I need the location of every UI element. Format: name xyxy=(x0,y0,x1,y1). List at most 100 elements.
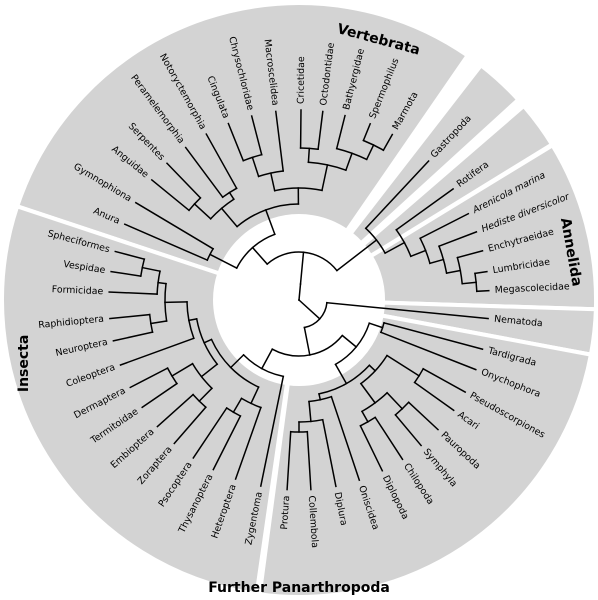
branch-pauropoda xyxy=(407,401,440,431)
branch-collembola xyxy=(306,430,312,491)
branch-bathyergidae xyxy=(335,114,346,150)
branch-oniscidea xyxy=(330,395,361,482)
branch-heteroptera xyxy=(234,406,262,481)
branch-internal xyxy=(297,298,321,320)
clade-label-insecta: Insecta xyxy=(16,335,32,392)
branch-internal xyxy=(344,152,353,172)
taxon-label-protura: Protura xyxy=(279,495,292,530)
branch-internal xyxy=(334,363,348,385)
branch-internal xyxy=(193,202,212,220)
branch-internal xyxy=(149,320,168,325)
branch-anguidae xyxy=(150,178,191,212)
node-arc xyxy=(235,233,276,270)
node-arc xyxy=(359,354,389,385)
branch-internal xyxy=(264,208,276,236)
branch-internal xyxy=(445,269,462,274)
branch-psocoptera xyxy=(192,406,228,459)
branch-symphyla xyxy=(394,413,423,447)
branch-internal xyxy=(365,143,375,161)
node-arc xyxy=(195,318,219,366)
node-arc xyxy=(236,203,300,228)
taxon-label-megascolecidae: Megascolecidae xyxy=(495,281,571,296)
branch-internal xyxy=(157,281,167,285)
node-arc xyxy=(266,251,338,272)
branch-internal xyxy=(428,258,445,265)
branch-internal xyxy=(386,391,404,410)
branch-gastropoda xyxy=(364,159,430,230)
branch-internal xyxy=(141,266,161,273)
sector-insecta xyxy=(0,203,290,597)
branch-neuroptera xyxy=(112,331,154,342)
branch-marmota xyxy=(382,133,394,152)
node-arc xyxy=(186,301,195,340)
node-arc xyxy=(273,187,323,192)
branch-formicidae xyxy=(108,291,158,295)
branch-internal xyxy=(299,251,305,285)
branch-diplopoda xyxy=(359,424,384,472)
branch-internal xyxy=(318,393,322,401)
branch-diplura xyxy=(321,418,337,488)
branch-zygentoma xyxy=(259,375,285,487)
branch-internal xyxy=(303,326,311,356)
branch-internal xyxy=(360,410,369,423)
branch-internal xyxy=(188,318,198,322)
branch-internal xyxy=(385,354,421,377)
branch-thysanoptera xyxy=(212,414,242,471)
branch-internal xyxy=(232,397,243,414)
branch-raphidioptera xyxy=(109,313,151,320)
branch-spermophilus xyxy=(362,122,372,142)
branch-internal xyxy=(409,249,427,258)
branch-internal xyxy=(368,322,384,329)
branch-arenicola xyxy=(419,212,470,240)
branch-gymnophiona xyxy=(134,201,215,250)
branch-internal xyxy=(251,156,260,178)
branch-octodontidae xyxy=(317,110,324,151)
branch-internal xyxy=(220,207,239,228)
taxon-label-cricetidae: Cricetidae xyxy=(296,56,308,104)
branch-protura xyxy=(286,430,292,491)
sector-vertebrata xyxy=(14,1,471,277)
branch-onychophora xyxy=(379,331,477,371)
sector-annelida xyxy=(367,142,598,312)
branch-vespidae xyxy=(110,270,142,277)
taxon-label-formicidae: Formicidae xyxy=(52,284,104,297)
branch-chilopoda xyxy=(374,416,404,461)
branch-macroscelidea xyxy=(274,110,285,172)
branch-anura xyxy=(123,223,209,262)
branch-internal xyxy=(208,253,238,270)
node-arc xyxy=(318,364,371,395)
branch-internal xyxy=(229,353,245,369)
branch-internal xyxy=(321,164,329,192)
node-arc xyxy=(334,322,371,366)
taxon-label-collembola: Collembola xyxy=(306,495,320,548)
branch-enchytraeidae xyxy=(456,249,484,259)
clade-label-panarthropoda: Further Panarthropoda xyxy=(208,580,390,596)
taxon-label-nematoda: Nematoda xyxy=(494,314,544,330)
branch-dermaptera xyxy=(129,367,169,389)
branch-internal xyxy=(368,364,377,372)
branch-internal xyxy=(250,386,260,405)
branch-rotifera xyxy=(395,187,455,231)
branch-internal xyxy=(359,382,377,404)
branch-chrysochloridae xyxy=(250,115,263,156)
branch-internal xyxy=(198,387,213,403)
branch-internal xyxy=(203,338,213,344)
branch-cingulata xyxy=(227,122,245,162)
branch-acari xyxy=(413,381,455,412)
branch-tardigrada xyxy=(383,321,484,351)
branch-internal xyxy=(269,172,276,192)
branch-internal xyxy=(341,334,358,348)
branch-internal xyxy=(260,348,274,370)
branch-lumbricidae xyxy=(474,270,488,275)
branch-internal xyxy=(298,283,302,301)
branch-internal xyxy=(308,400,312,423)
branch-spheciformes xyxy=(114,250,146,261)
branch-termitoidae xyxy=(141,382,178,409)
branch-internal xyxy=(170,362,194,378)
branch-nematoda xyxy=(326,301,489,320)
branch-embioptera xyxy=(156,393,195,428)
branch-megascolecidae xyxy=(476,289,490,293)
branch-hediste xyxy=(438,230,478,248)
node-arc xyxy=(210,338,260,389)
